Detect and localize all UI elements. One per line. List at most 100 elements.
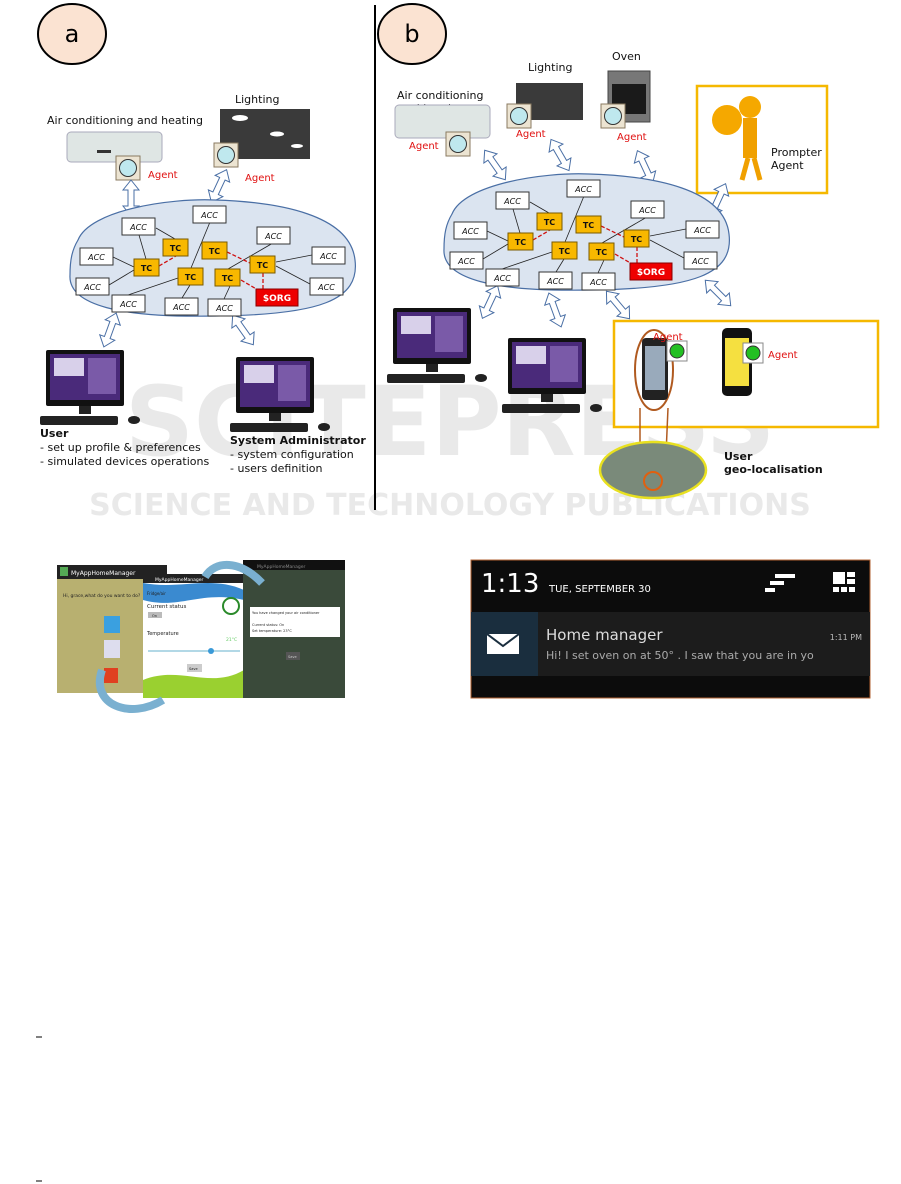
svg-text:ACC: ACC <box>317 283 335 292</box>
double-arrow-icon <box>699 274 737 312</box>
svg-text:TC: TC <box>170 244 181 253</box>
mobile-agents-frame <box>612 319 880 429</box>
prompter-label: Prompter <box>771 146 822 159</box>
svg-text:21°C: 21°C <box>226 637 237 643</box>
watermark-subtitle: SCIENCE AND TECHNOLOGY PUBLICATIONS <box>89 488 811 523</box>
agent-icon <box>445 131 471 157</box>
svg-text:ACC: ACC <box>83 283 101 292</box>
lighting-label: Lighting <box>235 93 279 106</box>
panel-badge <box>377 3 447 65</box>
ac-label: Air conditioning <box>397 89 483 102</box>
agent-label: Agent <box>245 173 275 184</box>
agent-icon <box>213 142 239 168</box>
flow-arrow-icon <box>95 668 166 713</box>
user-title: User <box>40 427 69 440</box>
agent-icon <box>600 103 626 129</box>
acc-node: ACC <box>311 246 346 265</box>
user-label: User <box>724 450 753 463</box>
notification-message: Hi! I set oven on at 50° . I saw that yo… <box>546 649 814 662</box>
acc-node: ACC <box>207 298 242 317</box>
app-screenshots: MyAppHomeManager Hi, grace,what do you w… <box>57 560 345 713</box>
tc-node: TC <box>177 267 204 286</box>
notification-title: Home manager <box>546 626 663 644</box>
svg-text:Fridge/air: Fridge/air <box>147 591 166 596</box>
acc-node: ACC <box>75 277 110 296</box>
svg-text:You have changed your air cond: You have changed your air conditioner <box>252 611 320 615</box>
agent-label: Agent <box>148 170 178 181</box>
tc-node: TC <box>214 268 241 287</box>
app-screen-temperature: MyAppHomeManager Fridge/air Current stat… <box>143 574 244 698</box>
prompter-agent-frame <box>695 84 829 195</box>
svg-text:Save: Save <box>288 655 297 659</box>
user-label: geo-localisation <box>724 463 823 476</box>
badge-label: b <box>404 20 419 48</box>
admin-title: System Administrator <box>230 434 366 447</box>
svg-text:ACC: ACC <box>172 303 190 312</box>
svg-text:On: On <box>152 614 157 618</box>
double-arrow-icon <box>474 281 506 323</box>
agent-label: Agent <box>409 141 439 152</box>
envelope-icon <box>486 633 520 654</box>
acc-node: ACC <box>121 217 156 236</box>
svg-text:ACC: ACC <box>215 304 233 313</box>
acc-node: ACC <box>79 247 114 266</box>
admin-line: - users definition <box>230 462 322 475</box>
agent-icon <box>506 103 532 129</box>
svg-text:MyAppHomeManager: MyAppHomeManager <box>257 564 306 570</box>
svg-text:ACC: ACC <box>200 211 218 220</box>
acc-node: ACC <box>256 226 291 245</box>
agent-label: Agent <box>617 132 647 143</box>
svg-text:Save: Save <box>189 667 198 671</box>
panel-badge <box>37 3 107 65</box>
svg-text:Set temperature: 23°C: Set temperature: 23°C <box>252 629 292 633</box>
quick-settings-icon[interactable] <box>833 572 855 592</box>
svg-text:Current status: Current status <box>147 604 186 610</box>
svg-text:$ORG: $ORG <box>263 294 291 304</box>
lighting-label: Lighting <box>528 61 572 74</box>
acc-node: ACC <box>192 205 227 224</box>
admin-line: - system configuration <box>230 448 354 461</box>
panel-b: b Air conditioning and heating Agent Lig… <box>377 3 880 500</box>
user-line: - simulated devices operations <box>40 455 209 468</box>
acc-node: ACC <box>164 297 199 316</box>
svg-text:Temperature: Temperature <box>146 631 179 637</box>
svg-text:TC: TC <box>222 274 233 283</box>
user-line: - set up profile & preferences <box>40 441 201 454</box>
agent-icon <box>115 155 141 181</box>
oven-label: Oven <box>612 50 641 63</box>
svg-text:ACC: ACC <box>264 232 282 241</box>
double-arrow-icon <box>543 134 577 176</box>
double-arrow-icon <box>540 289 570 331</box>
double-arrow-icon <box>599 285 637 325</box>
flow-arrow-icon <box>201 560 265 586</box>
acc-node: ACC <box>111 294 146 313</box>
confirmation-dialog <box>250 607 340 637</box>
svg-text:MyAppHomeManager: MyAppHomeManager <box>71 570 136 577</box>
agent-network-cloud: ACC ACC ACC ACC ACC ACC ACC ACC ACC ACC … <box>69 199 356 317</box>
temperature-slider-thumb <box>208 648 214 654</box>
clear-notifications-icon[interactable] <box>765 574 795 592</box>
tc-node: TC <box>201 241 228 260</box>
air-conditioner-image <box>66 131 163 163</box>
org-node: $ORG <box>255 288 299 307</box>
double-arrow-icon <box>477 145 513 185</box>
tc-node: TC <box>162 238 189 257</box>
svg-text:ACC: ACC <box>319 252 337 261</box>
svg-text:ACC: ACC <box>129 223 147 232</box>
geo-localisation-map <box>598 440 708 500</box>
svg-text:Hi, grace,what do you want to: Hi, grace,what do you want to do? <box>63 593 141 599</box>
agent-label: Agent <box>653 332 683 343</box>
notification-time: 1:11 PM <box>830 633 862 642</box>
clock-time: 1:13 <box>481 569 539 599</box>
svg-text:TC: TC <box>209 247 220 256</box>
svg-text:MyAppHomeManager: MyAppHomeManager <box>155 577 204 583</box>
agent-label: Agent <box>768 350 798 361</box>
svg-text:Current status: On: Current status: On <box>252 623 284 627</box>
tc-node: TC <box>133 258 160 277</box>
badge-label: a <box>65 20 80 48</box>
tc-node: TC <box>249 255 276 274</box>
air-conditioner-image <box>394 104 491 139</box>
svg-text:TC: TC <box>141 264 152 273</box>
prompter-label: Agent <box>771 159 804 172</box>
